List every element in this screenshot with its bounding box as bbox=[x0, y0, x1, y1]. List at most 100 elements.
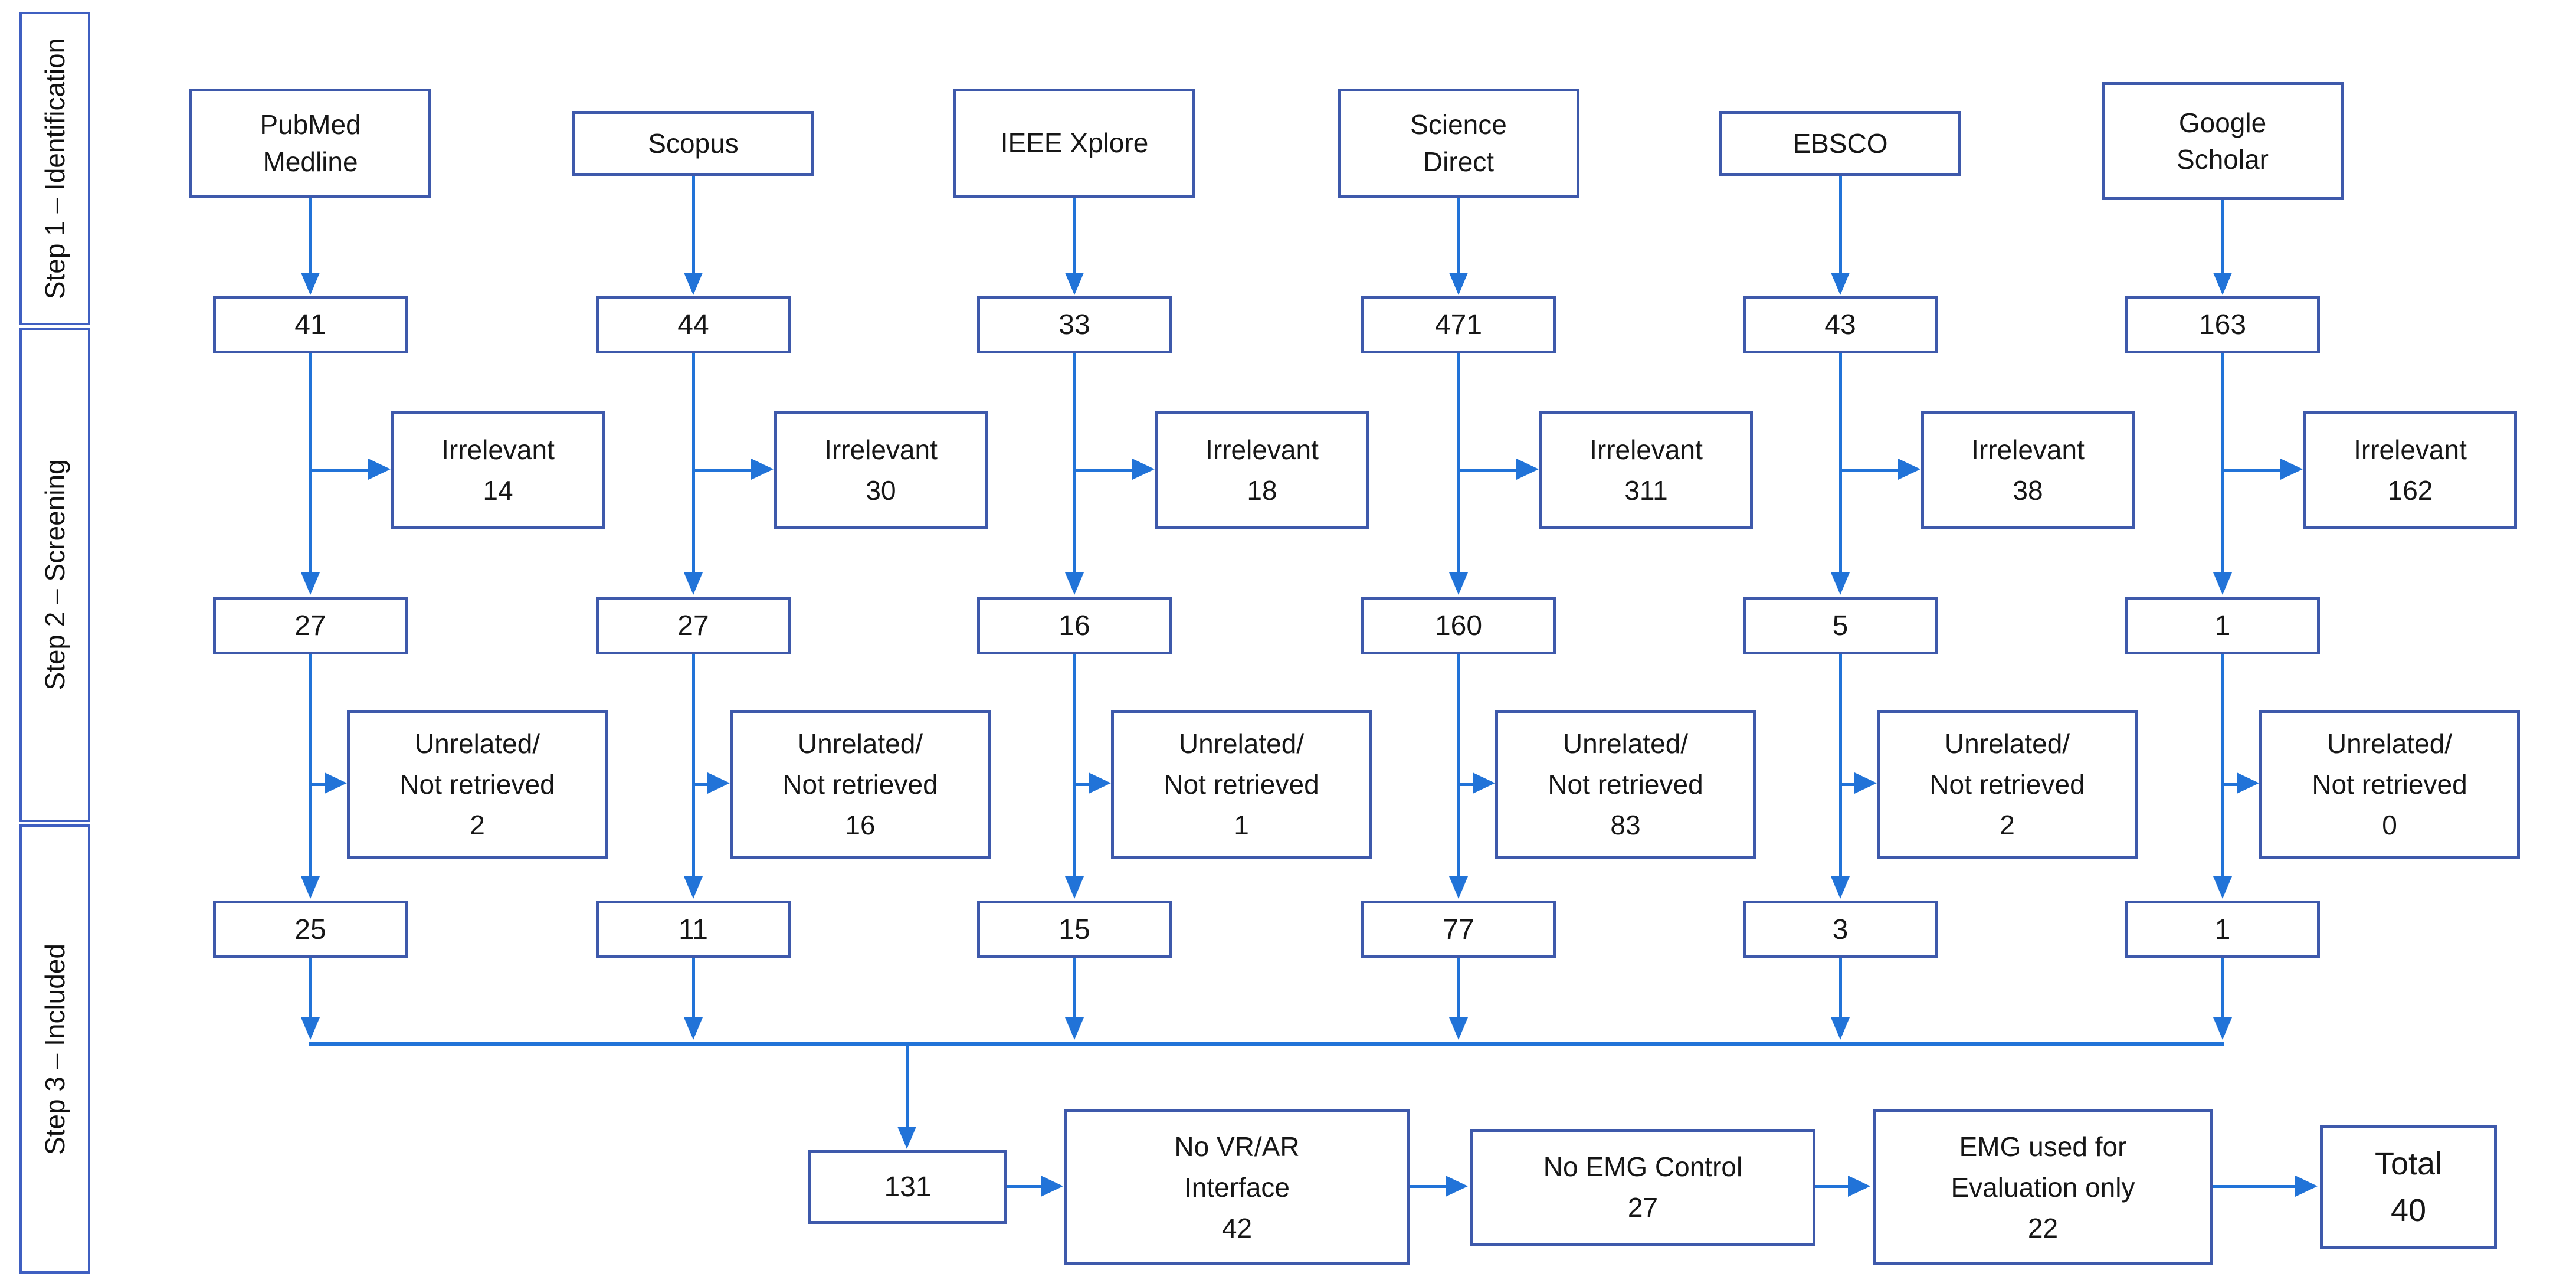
irrelevant-count: 30 bbox=[866, 474, 896, 506]
irrelevant-label: Irrelevant bbox=[1971, 434, 2085, 465]
unrelated-box: Unrelated/ Not retrieved 0 bbox=[2259, 710, 2520, 859]
irrelevant-box: Irrelevant 30 bbox=[774, 411, 988, 529]
arrow-down-icon bbox=[1831, 876, 1850, 899]
included-count-box: 25 bbox=[213, 901, 408, 958]
flow-line bbox=[2221, 353, 2224, 575]
included-count-box: 1 bbox=[2125, 901, 2320, 958]
arrow-down-icon bbox=[1065, 273, 1084, 295]
arrow-down-icon bbox=[2213, 572, 2232, 595]
flow-line bbox=[310, 783, 325, 786]
unrelated-box: Unrelated/ Not retrieved 83 bbox=[1495, 710, 1756, 859]
flow-line bbox=[2221, 200, 2224, 273]
included-count-box: 3 bbox=[1743, 901, 1938, 958]
flow-line bbox=[1457, 958, 1460, 1020]
flow-line bbox=[2213, 1185, 2295, 1188]
identified-count-box: 41 bbox=[213, 296, 408, 353]
arrow-down-icon bbox=[1831, 572, 1850, 595]
arrow-right-icon bbox=[1516, 459, 1539, 480]
screened-count-box: 27 bbox=[213, 597, 408, 654]
identified-count-box: 33 bbox=[977, 296, 1172, 353]
irrelevant-count: 18 bbox=[1247, 474, 1277, 506]
source-label: IEEE Xplore bbox=[1000, 127, 1149, 159]
source-box: EBSCO bbox=[1719, 111, 1961, 176]
identified-count-box: 43 bbox=[1743, 296, 1938, 353]
unrelated-count: 2 bbox=[2000, 810, 2015, 840]
flow-line bbox=[692, 353, 695, 575]
arrow-down-icon bbox=[301, 1017, 320, 1040]
unrelated-label-line1: Unrelated/ bbox=[797, 728, 923, 759]
flow-line bbox=[1457, 654, 1460, 879]
unrelated-box: Unrelated/ Not retrieved 2 bbox=[1877, 710, 2138, 859]
arrow-down-icon bbox=[1065, 1017, 1084, 1040]
unrelated-count: 2 bbox=[470, 810, 485, 840]
sidebar-step2-label: Step 2 – Screening bbox=[40, 459, 70, 690]
exclusion-no-vr-ar-box: No VR/AR Interface 42 bbox=[1064, 1109, 1410, 1265]
arrow-right-icon bbox=[1132, 459, 1155, 480]
flow-line bbox=[2223, 469, 2280, 472]
source-label: Google Scholar bbox=[2177, 107, 2269, 175]
flow-line bbox=[309, 654, 312, 879]
identified-count-box: 471 bbox=[1361, 296, 1556, 353]
flow-line bbox=[1840, 783, 1854, 786]
arrow-down-icon bbox=[1065, 876, 1084, 899]
arrow-right-icon bbox=[2237, 772, 2259, 794]
included-count-box: 77 bbox=[1361, 901, 1556, 958]
arrow-down-icon bbox=[684, 876, 703, 899]
irrelevant-count: 162 bbox=[2387, 474, 2433, 506]
irrelevant-box: Irrelevant 38 bbox=[1921, 411, 2135, 529]
arrow-down-icon bbox=[2213, 876, 2232, 899]
screened-count-box: 160 bbox=[1361, 597, 1556, 654]
flow-line bbox=[692, 958, 695, 1020]
source-box: PubMed Medline bbox=[189, 89, 431, 198]
arrow-down-icon bbox=[684, 572, 703, 595]
flow-line bbox=[1459, 783, 1473, 786]
exclusion-label: No EMG Control bbox=[1543, 1151, 1743, 1182]
flow-line bbox=[1459, 469, 1516, 472]
irrelevant-box: Irrelevant 18 bbox=[1155, 411, 1369, 529]
unrelated-box: Unrelated/ Not retrieved 2 bbox=[347, 710, 608, 859]
identified-count-box: 44 bbox=[596, 296, 791, 353]
arrow-right-icon bbox=[1041, 1176, 1063, 1197]
arrow-right-icon bbox=[1473, 772, 1495, 794]
unrelated-label-line2: Not retrieved bbox=[2312, 769, 2467, 800]
pooled-count-box: 131 bbox=[808, 1150, 1007, 1224]
total-label: Total bbox=[2374, 1146, 2443, 1182]
screened-count-box: 5 bbox=[1743, 597, 1938, 654]
unrelated-label-line1: Unrelated/ bbox=[2326, 728, 2453, 759]
arrow-right-icon bbox=[2295, 1176, 2318, 1197]
flow-line bbox=[1073, 654, 1076, 879]
flow-line bbox=[1840, 469, 1898, 472]
flow-line bbox=[2223, 783, 2237, 786]
unrelated-count: 16 bbox=[845, 810, 876, 840]
flow-line bbox=[1073, 353, 1076, 575]
source-box: IEEE Xplore bbox=[953, 89, 1195, 198]
exclusion-label: EMG used for Evaluation only bbox=[1951, 1131, 2135, 1203]
sidebar-step1-identification: Step 1 – Identification bbox=[19, 12, 90, 325]
irrelevant-count: 311 bbox=[1624, 474, 1668, 506]
source-label: EBSCO bbox=[1792, 127, 1888, 159]
flow-line bbox=[1839, 958, 1842, 1020]
flow-line bbox=[1073, 958, 1076, 1020]
flow-line bbox=[309, 353, 312, 575]
source-label: PubMed Medline bbox=[260, 109, 361, 177]
unrelated-label-line2: Not retrieved bbox=[782, 769, 938, 800]
total-count: 40 bbox=[2390, 1192, 2427, 1228]
sidebar-step1-label: Step 1 – Identification bbox=[40, 38, 70, 299]
exclusion-emg-evaluation-only-box: EMG used for Evaluation only 22 bbox=[1873, 1109, 2213, 1265]
unrelated-box: Unrelated/ Not retrieved 1 bbox=[1111, 710, 1372, 859]
irrelevant-label: Irrelevant bbox=[441, 434, 555, 465]
arrow-down-icon bbox=[684, 1017, 703, 1040]
unrelated-label-line1: Unrelated/ bbox=[1178, 728, 1305, 759]
arrow-down-icon bbox=[1449, 572, 1468, 595]
flow-line bbox=[1839, 654, 1842, 879]
irrelevant-label: Irrelevant bbox=[1205, 434, 1319, 465]
flow-line bbox=[1457, 353, 1460, 575]
screened-count-box: 16 bbox=[977, 597, 1172, 654]
included-count-box: 15 bbox=[977, 901, 1172, 958]
exclusion-count: 22 bbox=[2027, 1212, 2059, 1243]
total-box: Total 40 bbox=[2320, 1125, 2497, 1249]
unrelated-count: 0 bbox=[2382, 810, 2397, 840]
arrow-down-icon bbox=[897, 1127, 916, 1149]
flow-line bbox=[1073, 198, 1076, 273]
